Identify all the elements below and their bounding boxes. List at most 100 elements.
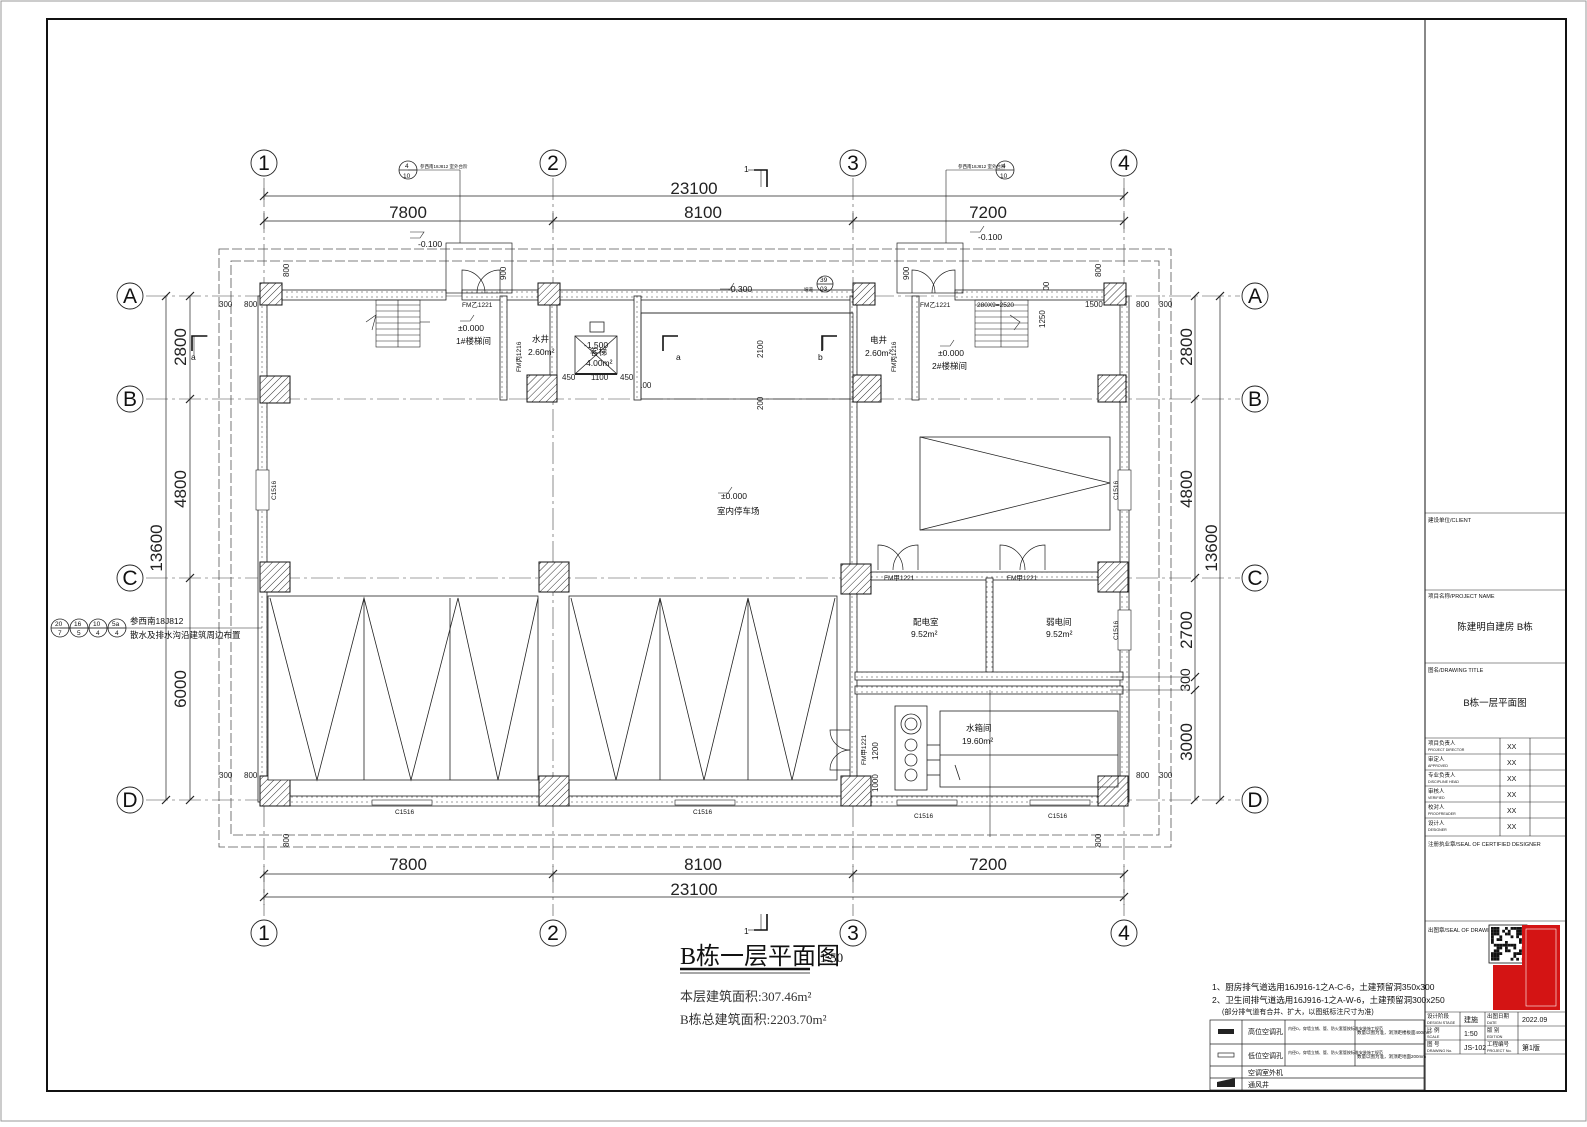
grid-bubble-row-2-right-label: C [1247,567,1262,590]
room-elevator-area: 4.00m² [586,358,613,368]
grid-bubble-row-3-right: D [1241,786,1269,814]
index-ramp-note: 坡道 [804,286,813,293]
section-b: b [818,352,823,362]
grid-bubble-col-4-top-label: 4 [1118,152,1130,175]
tb-drawing-label: 图名/DRAWING TITLE [1428,666,1484,674]
dim-small: 800 [1136,771,1150,780]
grid-bubble-row-0-left-label: A [123,285,137,308]
section-a-left: a [191,352,196,362]
grid-bubble-row-2-left-label: C [122,567,137,590]
tb-date-val: 2022.09 [1522,1017,1547,1024]
index-right-no: 4 [1002,163,1006,170]
dim-small: 800 [244,300,258,309]
grid-bubble-col-4-bottom-label: 4 [1118,922,1130,945]
dim-small: 300 [1159,771,1173,780]
dim-small: 800 [1094,263,1103,277]
door-tag-fm2: FM乙1221 [920,301,951,309]
stair-1 [365,299,430,348]
room-water-well: 水井 [532,334,549,344]
grid-bubble-row-2-left: C [116,564,144,592]
tb-stage-en: DESIGN STAGE [1427,1021,1456,1025]
tb-stage-label: 设计阶段 [1427,1012,1450,1020]
tb-no-label: 图 号 [1427,1040,1440,1048]
tb-proj-label: 工程编号 [1487,1040,1510,1048]
drawing-title: B栋一层平面图 [680,943,840,970]
grid-bubble-row-3-left: D [116,786,144,814]
tb-role-label: 项目负责人 [1428,739,1456,747]
ramp [919,436,1111,531]
grid-bubble-col-1-top-label: 1 [258,152,270,175]
level-outside-right: -0.100 [978,232,1002,242]
door-tag-fm1: FM乙1221 [462,301,493,309]
dim-small: 1250 [1038,310,1047,328]
grid-bubble-col-1-bottom-label: 1 [258,922,270,945]
tb-proj-en: PROJECT No. [1487,1049,1512,1053]
dim-small: 900 [499,266,508,280]
tb-stamp-label: 出图章/SEAL OF DRAWING ISSUE [1428,926,1515,934]
dim-small: 800 [282,263,291,277]
tb-edition-label: 版 别 [1487,1026,1500,1034]
title-block-lines [1425,512,1566,1055]
window-tag-right-low: C1516 [1113,620,1120,640]
grid-bubble-row-3-right-label: D [1247,789,1262,812]
grid-bubble-row-0-right: A [1241,282,1269,310]
grid-bubble-col-3-bottom: 3 [839,919,867,947]
tb-scale-val: 1:50 [1464,1031,1478,1038]
tb-role-val: XX [1507,808,1517,815]
inner-border [46,18,1567,1092]
note-1: 1、厨房排气道选用16J916-1之A-C-6，土建预留洞350x300 [1212,982,1435,992]
dim-small: 2100 [756,340,765,358]
dim-row-ab-right: 2800 [1177,328,1196,366]
level-stair1: ±0.000 [458,323,484,333]
stair-note: 280X9=2520 [977,302,1014,309]
index-side-mark: 10 [93,621,101,628]
dim-small: 300 [1159,300,1173,309]
dim-small: 450 [562,373,576,382]
grid-bubble-row-0-left: A [116,282,144,310]
index-left-note: 参西南18J812 室外台阶 [420,163,468,170]
dim-small: 300 [219,771,233,780]
stair-2 [974,299,1029,348]
dim-row-d-right: 3000 [1177,723,1196,761]
tb-role-label: 审定人 [1428,755,1445,763]
tb-scale-en: SCALE [1427,1035,1440,1039]
tb-date-en: DATE [1487,1021,1497,1025]
tb-proj-val: 第1版 [1522,1043,1540,1052]
grid-bubble-row-2-right: C [1241,564,1269,592]
index-right-sheet: 10 [1000,173,1008,180]
tb-role-en: PROOFREADER [1428,812,1456,816]
section-mark-top: 1 [744,164,749,174]
structural-columns [259,282,1129,807]
legend-name: 高位空调孔 [1248,1027,1283,1036]
window-tag-left: C1516 [271,480,278,500]
dim-total-left: 13600 [147,524,166,571]
grid-bubble-col-4-top: 4 [1110,149,1138,177]
dim-small: 1200 [871,742,880,760]
index-side-mark: 5a [112,621,120,628]
legend-spec: 数量以图为准，洞顶距楼板面400mm [1357,1029,1431,1036]
dim-small: 300 [1042,281,1051,295]
tb-role-en: PROJECT DIRECTOR [1428,748,1465,752]
tb-role-label: 校对人 [1428,803,1445,811]
tb-role-en: APPROVED [1428,764,1448,768]
tb-role-val: XX [1507,744,1517,751]
room-water-well-area: 2.60m² [528,347,555,357]
legend-name: 空调室外机 [1248,1068,1283,1077]
dim-small: 800 [1094,833,1103,847]
tb-role-val: XX [1507,824,1517,831]
index-ramp-no: 39 [820,277,828,284]
room-stair2: 2#楼梯间 [932,361,967,371]
dim-row-bc-left: 4800 [171,470,190,508]
window-tag-bottom: C1516 [395,809,415,816]
tb-role-label: 审核人 [1428,787,1445,795]
grid-bubble-col-2-bottom: 2 [539,919,567,947]
room-elevator: 客梯 [590,347,608,357]
room-tank: 水箱间 [966,723,992,733]
grid-bubble-row-1-right-label: B [1248,388,1262,411]
room-elec-well-area: 2.60m² [865,348,892,358]
grid-bubble-col-3-top: 3 [839,149,867,177]
dim-bay-1-bottom: 7800 [389,855,427,874]
dim-bay-3-bottom: 7200 [969,855,1007,874]
tb-role-label: 专业负责人 [1428,771,1456,779]
